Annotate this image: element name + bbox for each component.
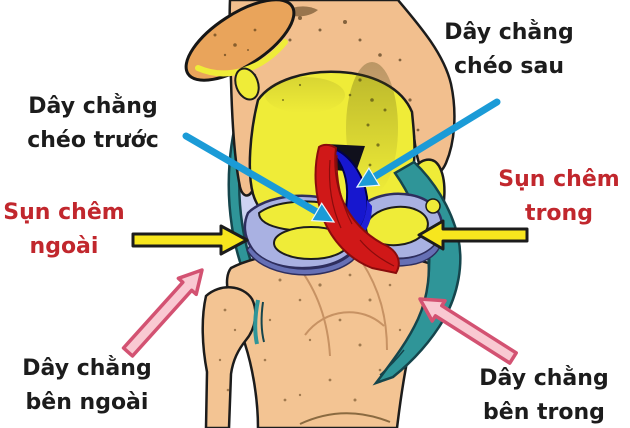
label-line: bên trong: [483, 400, 605, 425]
label-anterior-cruciate-ligament: Dây chằng chéo trước: [8, 90, 178, 158]
label-medial-meniscus: Sụn chêm trong: [494, 163, 624, 231]
patella-bone: [184, 0, 296, 101]
label-line: Dây chằng: [479, 366, 609, 391]
label-line: bên ngoài: [25, 390, 149, 415]
pcl-pointer-arrow: [355, 98, 501, 188]
label-lateral-meniscus: Sụn chêm ngoài: [0, 196, 128, 264]
label-line: ngoài: [29, 234, 99, 259]
label-posterior-cruciate-ligament: Dây chằng chéo sau: [428, 16, 590, 84]
acl-pointer-arrow: [182, 132, 336, 223]
label-line: Dây chằng: [28, 94, 158, 119]
mcl-pointer-arrow: [418, 297, 518, 365]
label-medial-collateral-ligament: Dây chằng bên trong: [468, 362, 620, 428]
anterior-cruciate-ligament: [314, 143, 400, 275]
medial-meniscus-pointer-arrow: [417, 219, 529, 251]
label-line: trong: [525, 201, 593, 226]
label-line: Dây chằng: [22, 356, 152, 381]
fibula-bone: [201, 286, 265, 428]
label-lateral-collateral-ligament: Dây chằng bên ngoài: [12, 352, 162, 420]
label-line: chéo sau: [454, 54, 564, 79]
label-line: Sụn chêm: [3, 200, 125, 225]
label-line: Dây chằng: [444, 20, 574, 45]
label-line: chéo trước: [27, 128, 159, 153]
lcl-pointer-arrow: [121, 268, 204, 358]
lateral-meniscus-pointer-arrow: [131, 224, 249, 256]
label-line: Sụn chêm: [498, 167, 620, 192]
